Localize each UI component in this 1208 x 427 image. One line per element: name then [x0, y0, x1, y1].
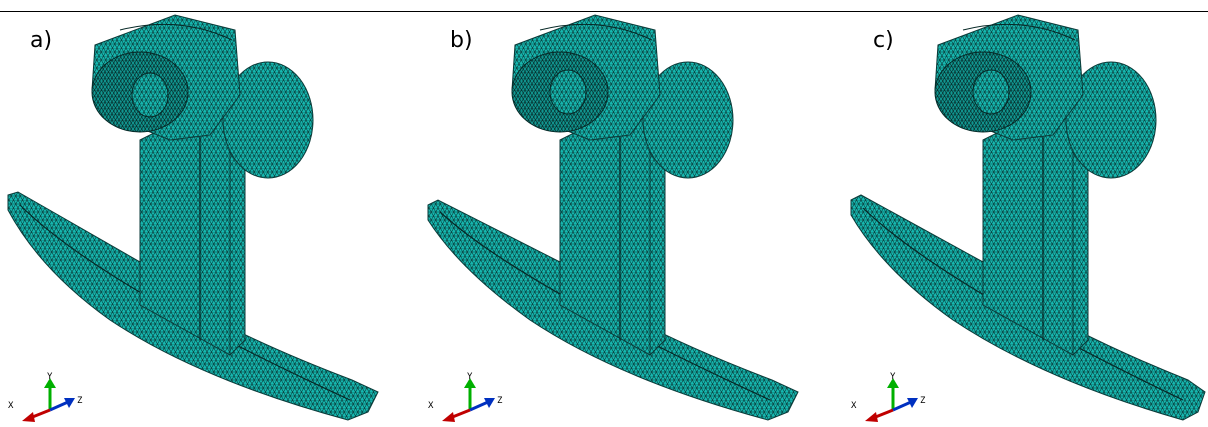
z-axis-label: Z	[920, 396, 926, 406]
hammer-mesh-model	[7, 14, 379, 421]
hammer-mesh-model	[850, 14, 1206, 421]
panel-label: c)	[873, 28, 894, 53]
panel-a: a) Y X Z	[0, 0, 400, 427]
panel-b: b) Y X Z	[420, 0, 820, 427]
y-axis-label: Y	[467, 372, 473, 382]
header-rule	[0, 11, 1208, 12]
z-axis-label: Z	[497, 396, 503, 406]
axis-triad: Y X Z	[851, 372, 926, 422]
panel-label: b)	[450, 28, 473, 53]
x-axis-label: X	[851, 401, 857, 411]
x-axis-label: X	[8, 401, 14, 411]
y-axis-label: Y	[47, 372, 53, 382]
panel-c: c) Y X Z	[843, 0, 1208, 427]
panel-label: a)	[30, 28, 53, 53]
hammer-mesh-model	[427, 14, 799, 421]
axis-triad: Y X Z	[428, 372, 503, 422]
y-axis-label: Y	[890, 372, 896, 382]
x-axis-label: X	[428, 401, 434, 411]
axis-triad: Y X Z	[8, 372, 83, 422]
z-axis-label: Z	[77, 396, 83, 406]
